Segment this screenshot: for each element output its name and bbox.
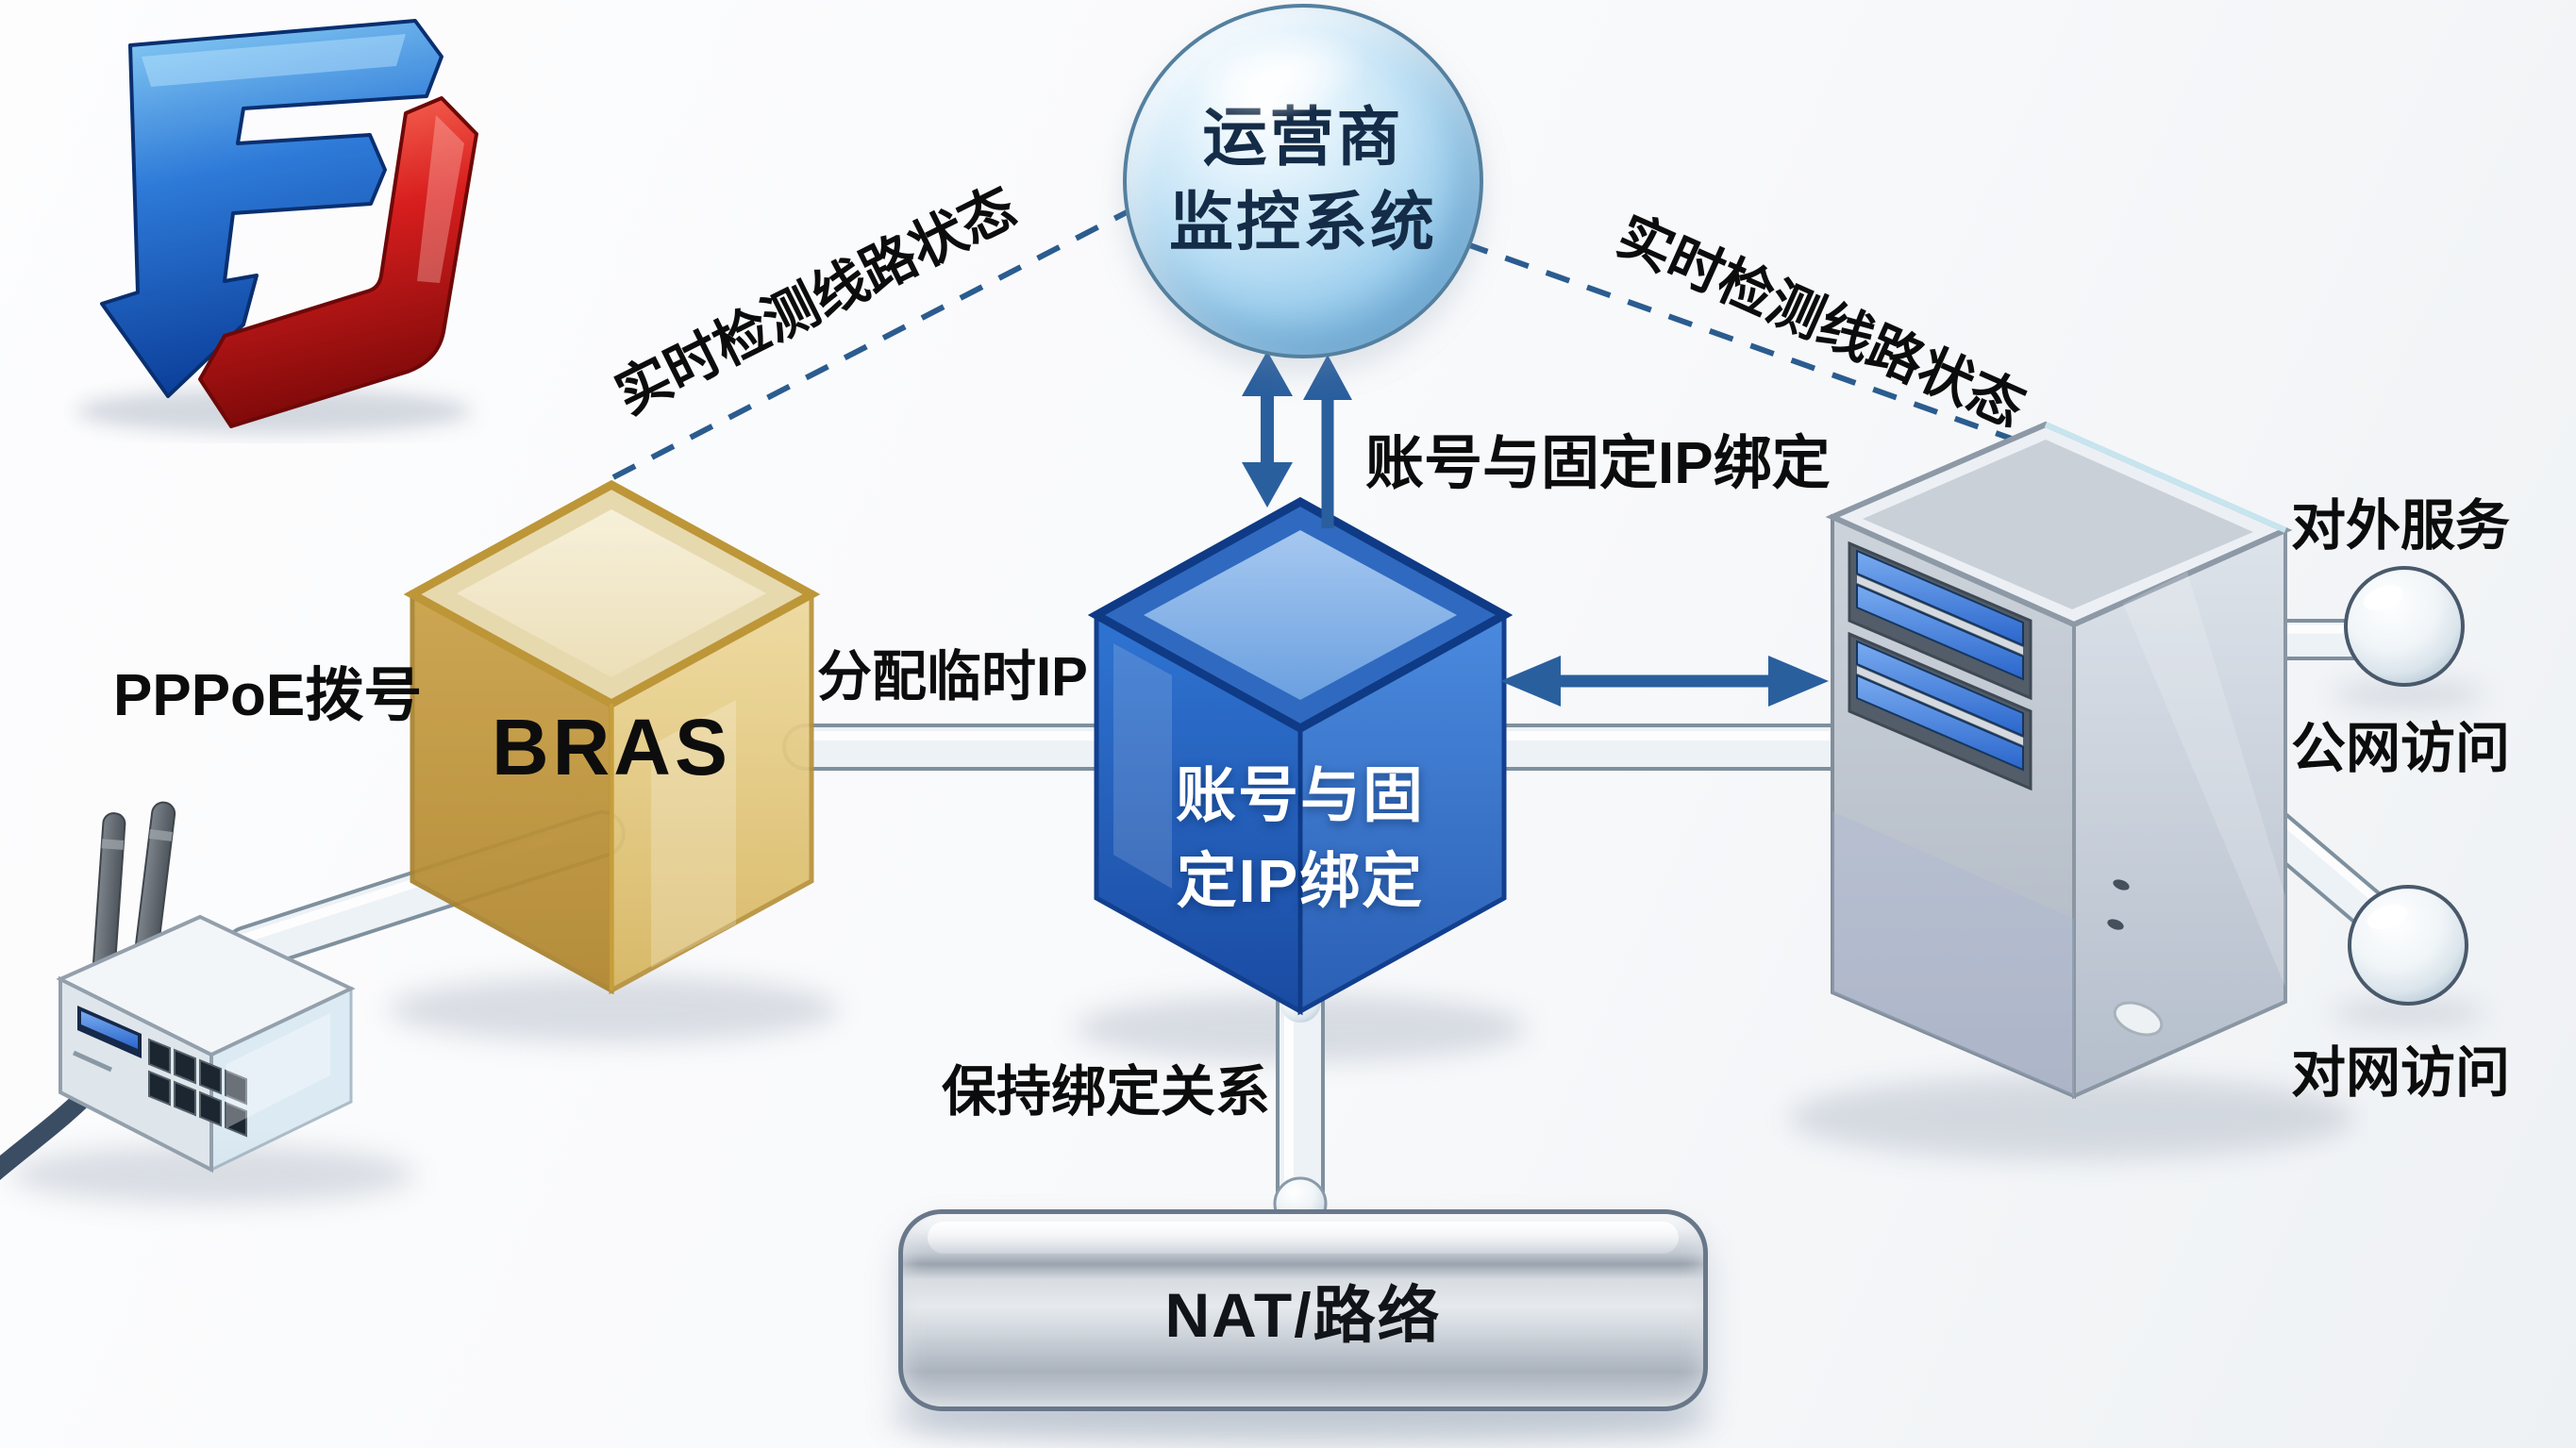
arrow-monitor-binding-double [1242,351,1293,508]
dashed-line-right [1463,241,2021,444]
binding-cube-label-line2: 定IP绑定 [1176,846,1425,915]
keep-binding-label: 保持绑定关系 [942,1061,1271,1123]
logo-letter-j [198,96,478,428]
arrow-binding-server-double [1500,656,1829,707]
nat-bar: NAT/路络 [898,1209,1708,1411]
glass-tube-binding-server [1471,724,1864,771]
nat-bar-label: NAT/路络 [1164,1280,1442,1350]
server-tower [1825,421,2293,1100]
assign-ip-label: 分配临时IP [817,646,1088,707]
arrow-binding-monitor-up [1303,355,1352,528]
public-access-label: 公网访问 [2291,718,2511,779]
fj-logo [75,19,478,434]
monitor-sphere-label-line1: 运营商 [1202,102,1404,175]
dashed-line-left [611,208,1130,480]
monitor-sphere-label-line2: 监控系统 [1168,187,1437,258]
endpoint-sphere-public [2344,566,2465,687]
bras-cube [403,479,821,995]
glass-tube-bras-binding [782,724,1129,771]
pppoe-label: PPPoE拨号 [113,663,423,728]
binding-arrow-label: 账号与固定IP绑定 [1365,431,1831,496]
nat-bar-top-face [928,1222,1679,1254]
bras-cube-label: BRAS [491,703,731,791]
network-access-label: 对网访问 [2291,1042,2511,1104]
endpoint-sphere-network [2348,885,2468,1006]
binding-cube-label: 账号与固 定IP绑定 [1102,753,1498,924]
router-ports [148,1038,247,1138]
binding-cube-label-line1: 账号与固 [1176,761,1425,829]
monitor-sphere-node: 运营商 监控系统 [1123,4,1483,358]
router-device [0,801,356,1180]
external-service-label: 对外服务 [2291,495,2511,557]
logo-letter-f [100,19,443,398]
binding-cube [1087,496,1514,1016]
ground-shadows [9,682,2485,1445]
